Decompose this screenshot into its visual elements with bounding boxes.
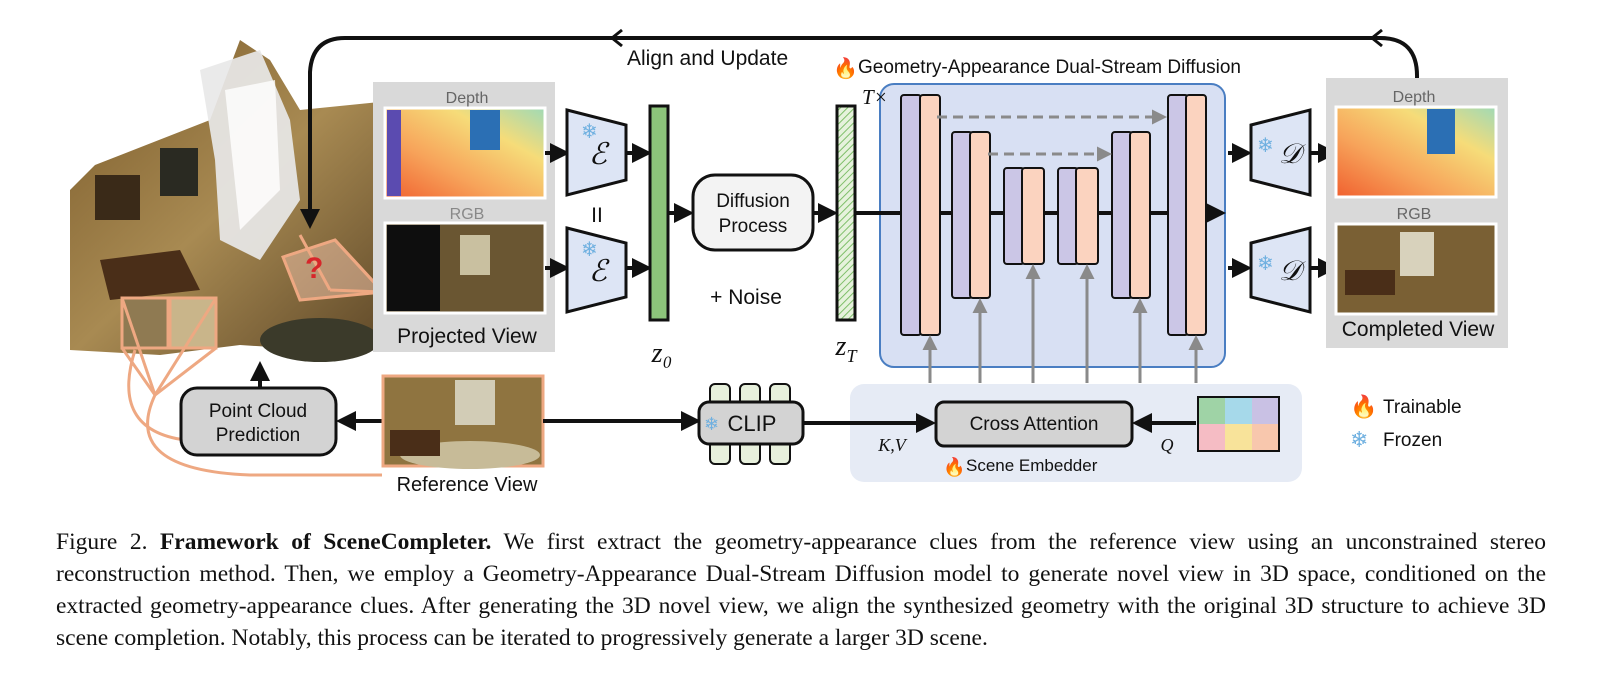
fire-icon: 🔥	[1350, 394, 1377, 419]
depth-input-label: Depth	[446, 90, 489, 107]
latent-zT	[835, 104, 857, 322]
latent-z0	[648, 104, 670, 322]
figure-title: Framework of SceneCompleter.	[159, 529, 492, 555]
t-times-label: T×	[862, 85, 888, 109]
rgb-decoder: ❄ 𝒟	[1249, 226, 1312, 314]
scene-embedder-label: Scene Embedder	[966, 456, 1098, 475]
snowflake-icon: ❄	[1257, 135, 1274, 157]
depth-encoder: ❄ ℰ	[565, 108, 628, 197]
diffusion-process-box: Diffusion Process	[691, 173, 815, 252]
clip-encoder: ❄ CLIP	[697, 383, 805, 465]
encoder-symbol: ℰ	[589, 255, 610, 288]
camera-frustum-novel: ?	[281, 234, 387, 302]
rgb-encoder: ❄ ℰ	[565, 226, 628, 314]
figure-caption: Figure 2. Framework of SceneCompleter. W…	[56, 526, 1546, 654]
z0-label: z₀	[651, 338, 673, 369]
depth-input-image	[383, 106, 547, 200]
dual-stream-title: Geometry-Appearance Dual-Stream Diffusio…	[858, 57, 1241, 78]
snowflake-icon: ❄	[1350, 427, 1368, 452]
point-cloud-prediction-box: Point Cloud Prediction	[179, 386, 338, 457]
question-mark: ?	[305, 252, 323, 285]
q-label: Q	[1161, 435, 1174, 455]
pc-label-1: Point Cloud	[209, 401, 307, 422]
cross-attention-label: Cross Attention	[970, 414, 1099, 435]
depth-decoder: ❄ 𝒟	[1249, 108, 1312, 197]
scene-embedder-panel: K,V Cross Attention Q 🔥 Scene Embedder	[803, 384, 1302, 482]
snowflake-icon: ❄	[581, 121, 598, 143]
align-update-loop: Align and Update	[300, 28, 1420, 229]
completed-view-label: Completed View	[1342, 318, 1495, 341]
legend-frozen: Frozen	[1383, 430, 1442, 451]
depth-output-image	[1334, 105, 1498, 199]
equals-sign: II	[591, 204, 603, 227]
legend: 🔥 Trainable ❄ Frozen	[1350, 394, 1462, 452]
scene-point-cloud	[70, 40, 400, 362]
noise-label: + Noise	[710, 286, 782, 309]
zT-label: zT	[835, 331, 859, 366]
reference-view: Reference View	[381, 374, 545, 496]
depth-output-label: Depth	[1393, 89, 1436, 106]
diffusion-label-1: Diffusion	[716, 191, 790, 212]
fire-icon: 🔥	[943, 456, 965, 477]
dual-stream-unet: 🔥 Geometry-Appearance Dual-Stream Diffus…	[833, 56, 1241, 383]
clip-label: CLIP	[728, 411, 777, 436]
completed-view-panel: Depth RGB Completed View	[1326, 78, 1508, 348]
encoder-symbol: ℰ	[589, 138, 610, 171]
kv-label: K,V	[877, 435, 908, 455]
camera-frustum-reference	[120, 296, 382, 477]
diffusion-label-2: Process	[719, 216, 788, 237]
snowflake-icon: ❄	[581, 239, 598, 261]
snowflake-icon: ❄	[704, 414, 719, 434]
snowflake-icon: ❄	[1257, 253, 1274, 275]
query-embedding-grid	[1197, 396, 1280, 452]
caption-body: We first extract the geometry-appearance…	[56, 529, 1546, 651]
fire-icon: 🔥	[833, 56, 858, 80]
rgb-output-label: RGB	[1397, 206, 1432, 223]
reference-view-label: Reference View	[397, 474, 538, 496]
framework-diagram: ? Align and Update Depth RGB Projected V…	[70, 28, 1508, 496]
align-update-label: Align and Update	[627, 47, 788, 70]
pc-label-2: Prediction	[216, 425, 301, 446]
rgb-input-label: RGB	[450, 206, 485, 223]
figure-label: Figure 2.	[56, 529, 148, 555]
projected-view-panel: Depth RGB Projected View	[373, 82, 555, 352]
legend-trainable: Trainable	[1383, 397, 1462, 418]
projected-view-label: Projected View	[397, 325, 538, 348]
